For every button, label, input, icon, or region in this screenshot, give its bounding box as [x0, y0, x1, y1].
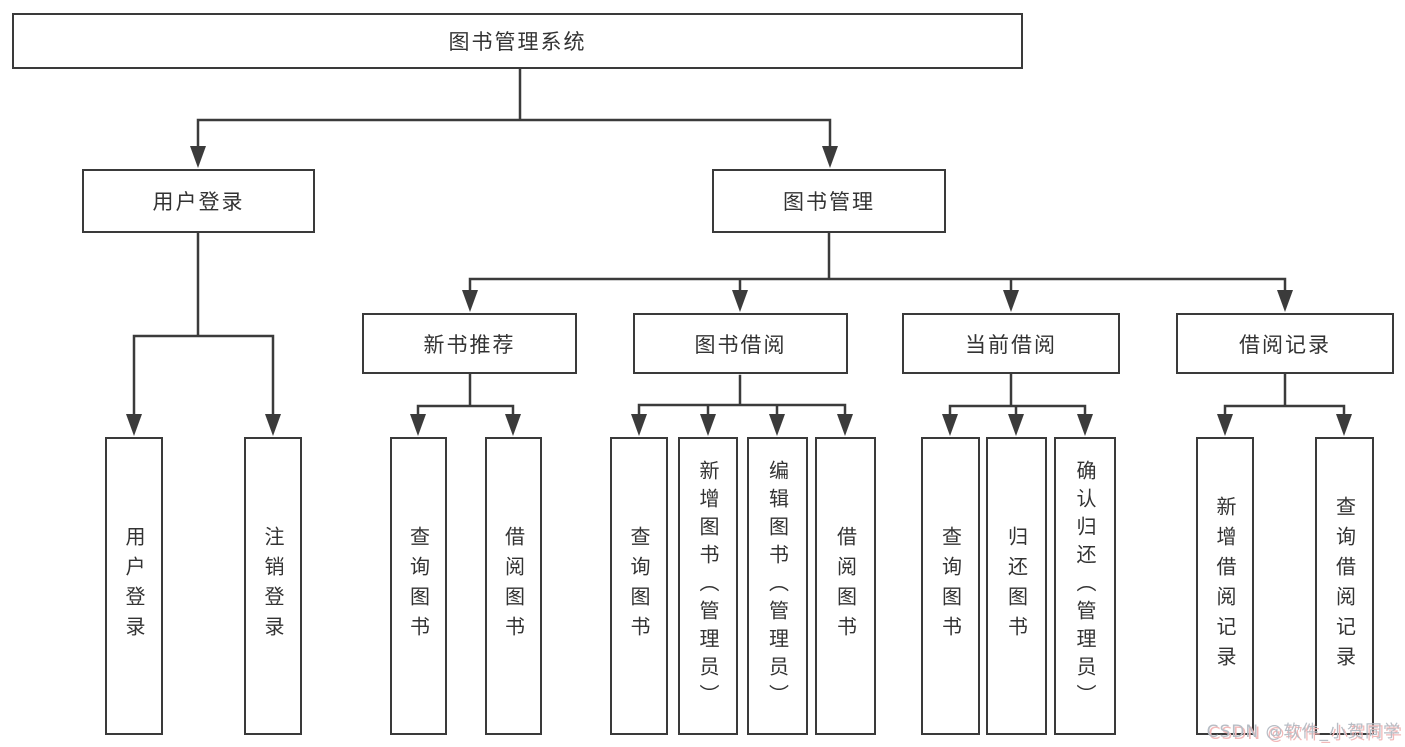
leaf-return-book: 归还图书: [986, 437, 1047, 735]
leaf-query-book-recommend: 查询图书: [390, 437, 447, 735]
leaf-query-borrow-record: 查询借阅记录: [1315, 437, 1374, 735]
node-book-management: 图书管理: [712, 169, 946, 233]
node-borrow-record: 借阅记录: [1176, 313, 1394, 374]
leaf-confirm-return-admin: 确认归还（管理员）: [1054, 437, 1116, 735]
node-user-login: 用户登录: [82, 169, 315, 233]
leaf-borrow-book-recommend: 借阅图书: [485, 437, 542, 735]
leaf-query-book-current: 查询图书: [921, 437, 980, 735]
node-root-system: 图书管理系统: [12, 13, 1023, 69]
leaf-logout: 注销登录: [244, 437, 302, 735]
node-new-book-recommend: 新书推荐: [362, 313, 577, 374]
csdn-watermark: CSDN @软件_小贺同学: [1206, 722, 1401, 742]
leaf-add-borrow-record: 新增借阅记录: [1196, 437, 1254, 735]
arrowhead-icons: [126, 146, 1352, 436]
leaf-borrow-book: 借阅图书: [815, 437, 876, 735]
leaf-query-book-borrow: 查询图书: [610, 437, 668, 735]
node-book-borrow: 图书借阅: [633, 313, 848, 374]
node-current-borrow: 当前借阅: [902, 313, 1120, 374]
leaf-edit-book-admin: 编辑图书（管理员）: [747, 437, 808, 735]
leaf-user-login: 用户登录: [105, 437, 163, 735]
leaf-add-book-admin: 新增图书（管理员）: [678, 437, 738, 735]
